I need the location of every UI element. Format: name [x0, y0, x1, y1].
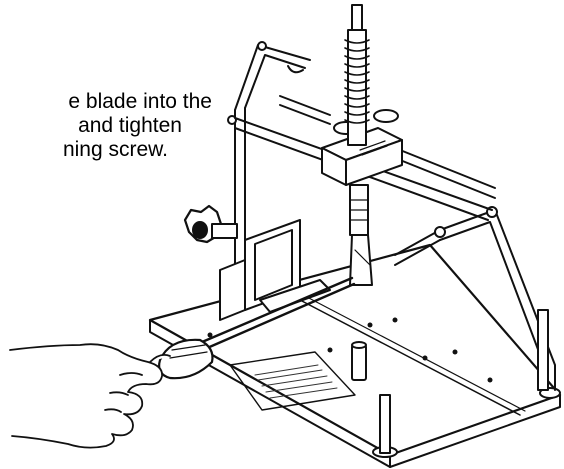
- instruction-line-1: e blade into the: [68, 90, 212, 113]
- instruction-text: e blade into the and tighten ning screw.: [0, 90, 212, 162]
- adjust-knob: [183, 204, 238, 244]
- spring-column: [344, 4, 370, 146]
- instruction-line-3: ning screw.: [62, 138, 168, 161]
- posts: [351, 309, 549, 454]
- instruction-line-2: and tighten: [78, 114, 182, 137]
- blade-holder: [349, 184, 373, 286]
- hand: [9, 343, 171, 449]
- base-holes: [207, 317, 493, 383]
- scale-label: [229, 351, 356, 411]
- blade-clamp: [219, 219, 331, 321]
- screwdriver: [158, 276, 356, 380]
